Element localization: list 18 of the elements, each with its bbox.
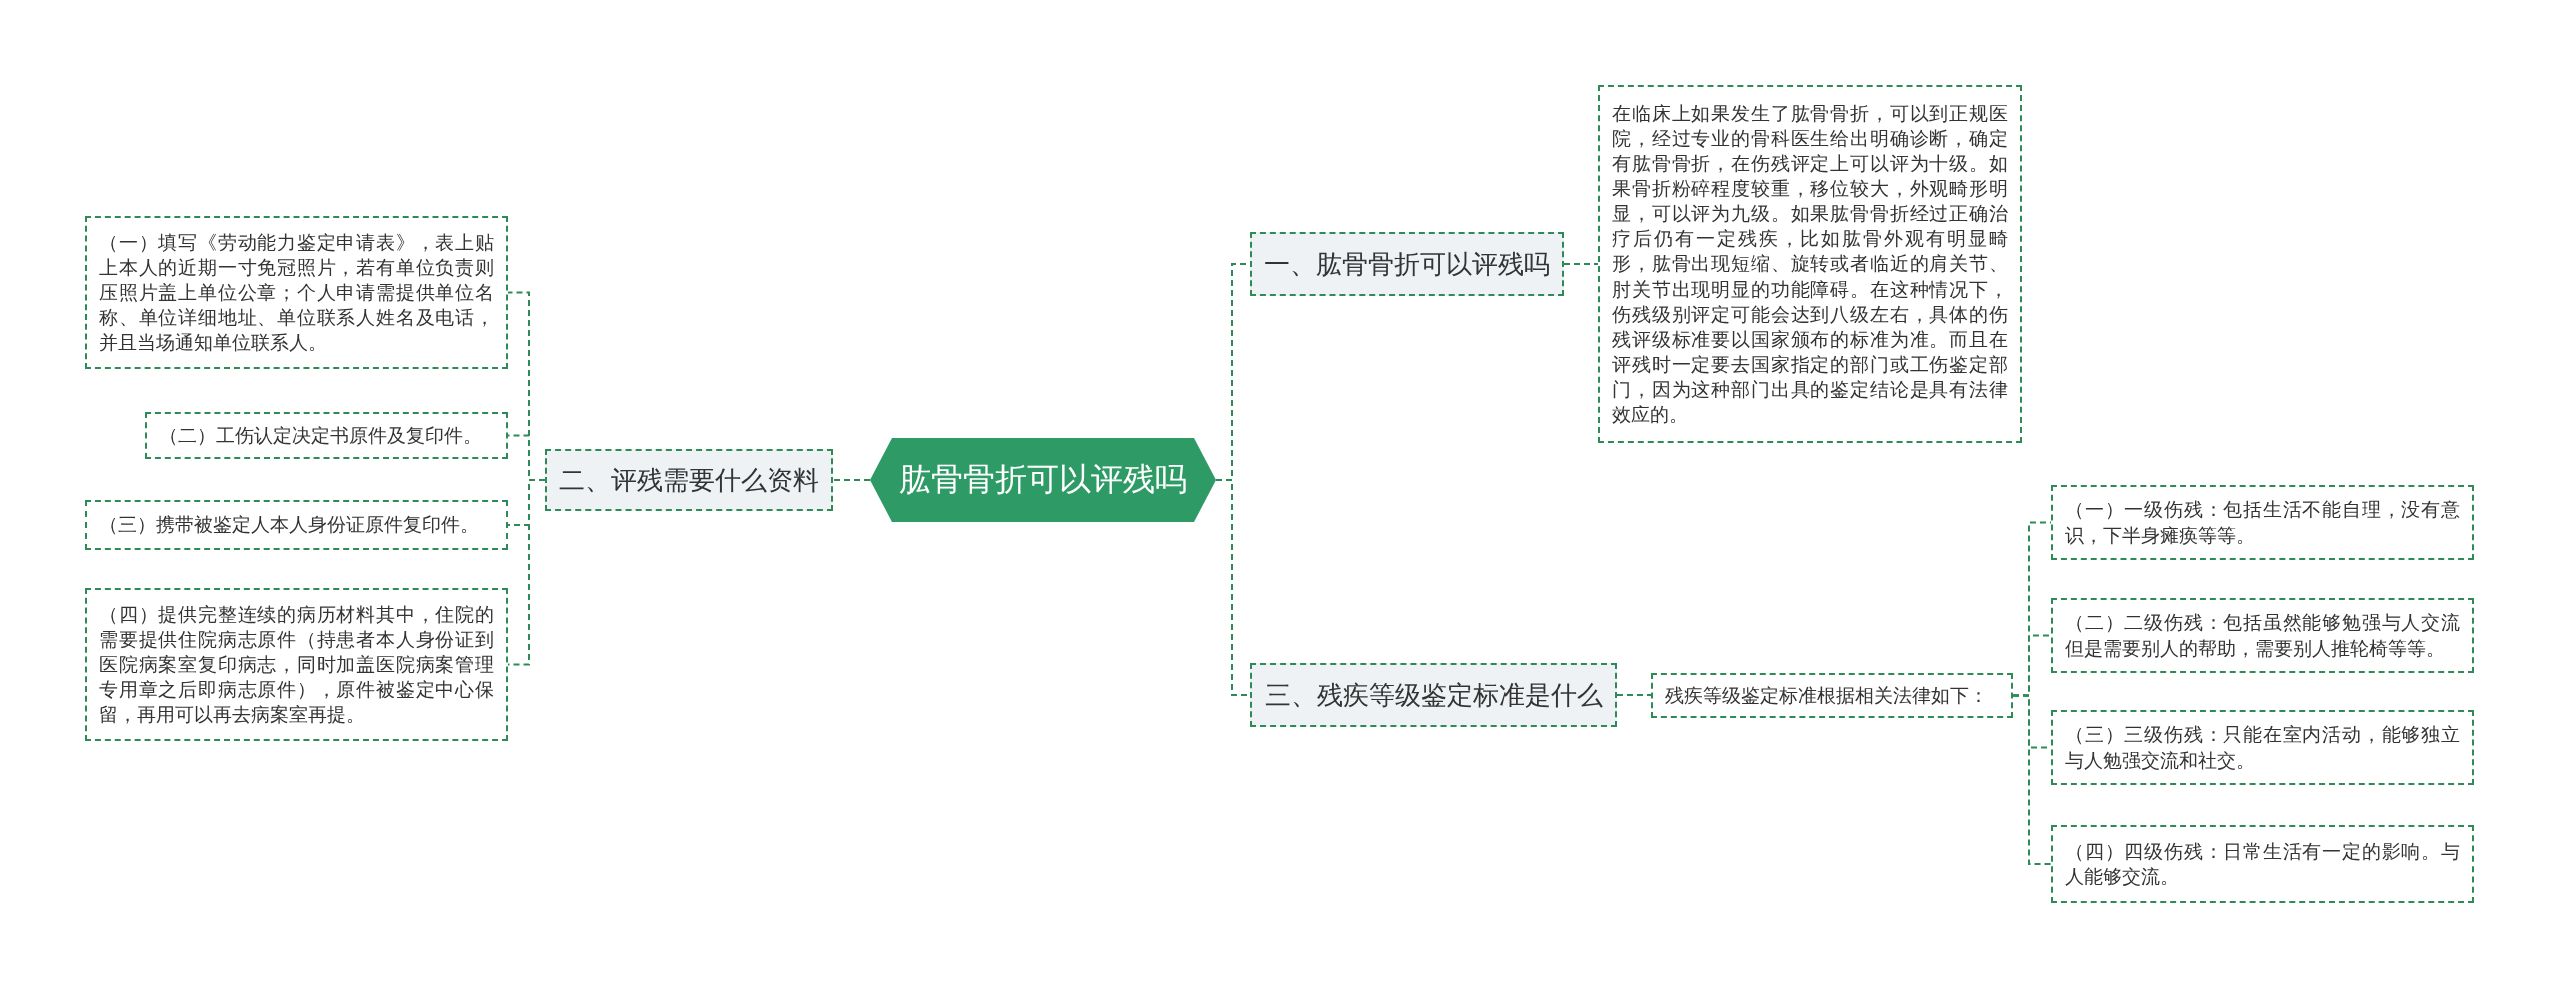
- text-box: （四）提供完整连续的病历材料其中，住院的需要提供住院病志原件（持患者本人身份证到医院病案室复印病志，同时加盖医院病案管理专用章之后即病志原件），原件被鉴定中心保留，再用可以再去病案室再提。: [85, 588, 508, 741]
- connector: [832, 479, 871, 481]
- topic-box: 一、肱骨骨折可以评残吗: [1250, 232, 1564, 296]
- text-box: 在临床上如果发生了肱骨骨折，可以到正规医院，经过专业的骨科医生给出明确诊断，确定有肱骨骨折，在伤残评定上可以评为十级。如果骨折粉碎程度较重，移位较大，外观畸形明显，可以评为九级。如果肱骨骨折经过正确治疗后仍有一定残疾，比如肱骨外观有明显畸形，肱骨出现短缩、旋转或者临近的肩关节、肘关节出现明显的功能障碍。在这种情况下，伤残级别评定可能会达到八级左右，具体的伤残评级标准要以国家颁布的标准为准。而且在评残时一定要去国家指定的部门或工伤鉴定部门，因为这种部门出具的鉴定结论是具有法律效应的。: [1598, 85, 2022, 443]
- text-box: （二）工伤认定决定书原件及复印件。: [145, 412, 508, 459]
- topic-box: 二、评残需要什么资料: [545, 449, 833, 511]
- topic-box: 三、残疾等级鉴定标准是什么: [1250, 663, 1617, 727]
- central-topic: 肱骨骨折可以评残吗: [870, 438, 1216, 522]
- connector: [1616, 694, 1652, 696]
- text-box: （一）一级伤残：包括生活不能自理，没有意识，下半身瘫痪等等。: [2051, 485, 2474, 560]
- text-box: 残疾等级鉴定标准根据相关法律如下：: [1651, 673, 2013, 719]
- text-box: （三）三级伤残：只能在室内活动，能够独立与人勉强交流和社交。: [2051, 710, 2474, 785]
- text-box: （三）携带被鉴定人本人身份证原件复印件。: [85, 500, 508, 550]
- connector: [2012, 694, 2052, 865]
- connector: [1563, 263, 1599, 265]
- text-box: （二）二级伤残：包括虽然能够勉强与人交流但是需要别人的帮助，需要别人推轮椅等等。: [2051, 598, 2474, 673]
- text-box: （四）四级伤残：日常生活有一定的影响。与人能够交流。: [2051, 825, 2474, 903]
- text-box: （一）填写《劳动能力鉴定申请表》，表上贴上本人的近期一寸免冠照片，若有单位负责则压照片盖上单位公章；个人申请需提供单位名称、单位详细地址、单位联系人姓名及电话，并且当场通知单位联系人。: [85, 216, 508, 369]
